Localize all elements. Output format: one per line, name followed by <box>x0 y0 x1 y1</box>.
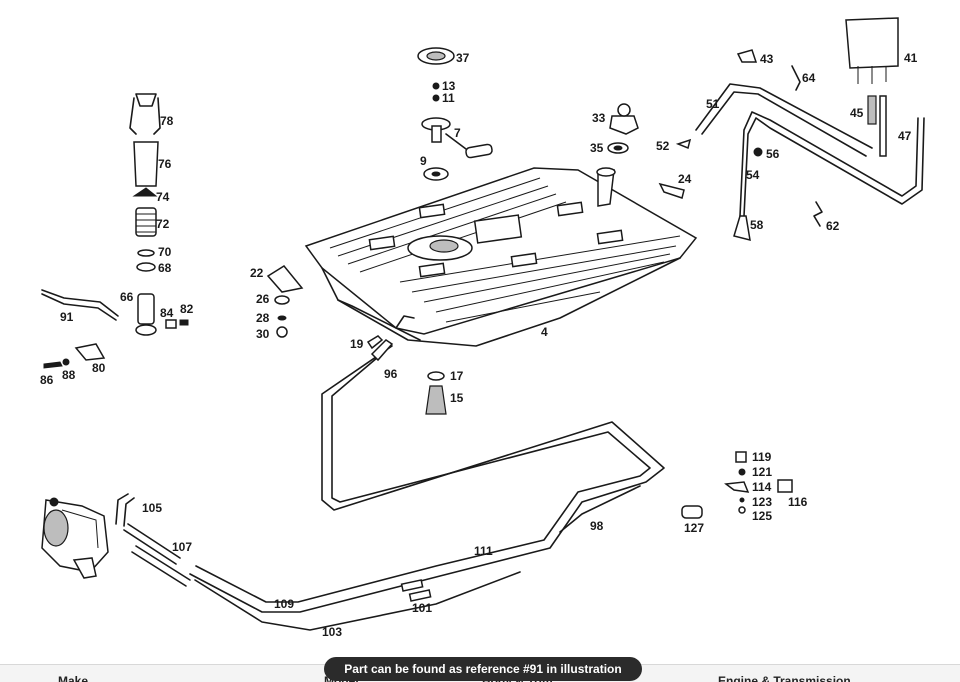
callout-66[interactable]: 66 <box>120 290 134 304</box>
tab-engine-transmission[interactable]: Engine & Transmission <box>718 674 851 682</box>
callout-58[interactable]: 58 <box>750 218 764 232</box>
callout-13[interactable]: 13 <box>442 79 456 93</box>
callout-76[interactable]: 76 <box>158 157 172 171</box>
callout-51[interactable]: 51 <box>706 97 720 111</box>
callout-17[interactable]: 17 <box>450 369 464 383</box>
filler-cap-drawing <box>607 103 692 199</box>
callout-54[interactable]: 54 <box>746 168 760 182</box>
callout-52[interactable]: 52 <box>656 139 670 153</box>
reference-tooltip: Part can be found as reference #91 in il… <box>324 657 642 681</box>
callout-35[interactable]: 35 <box>590 141 604 155</box>
callout-127[interactable]: 127 <box>684 521 704 535</box>
callout-47[interactable]: 47 <box>898 129 912 143</box>
callout-7[interactable]: 7 <box>454 126 461 140</box>
callout-119[interactable]: 119 <box>752 450 772 464</box>
callout-96[interactable]: 96 <box>384 367 398 381</box>
callout-123[interactable]: 123 <box>752 495 772 509</box>
callout-109[interactable]: 109 <box>274 597 294 611</box>
callout-62[interactable]: 62 <box>826 219 840 233</box>
callout-86[interactable]: 86 <box>40 373 54 387</box>
fuel-pump-drawing <box>41 497 109 579</box>
callout-114[interactable]: 114 <box>752 480 772 494</box>
callout-30[interactable]: 30 <box>256 327 270 341</box>
callout-84[interactable]: 84 <box>160 306 174 320</box>
callout-labels: 37 13 11 7 9 78 76 74 72 70 68 33 35 52 … <box>40 51 918 639</box>
callout-9[interactable]: 9 <box>420 154 427 168</box>
callout-98[interactable]: 98 <box>590 519 604 533</box>
callout-91[interactable]: 91 <box>60 310 74 324</box>
drain-parts-drawing <box>425 371 793 519</box>
parts-illustration: 37 13 11 7 9 78 76 74 72 70 68 33 35 52 … <box>40 17 925 639</box>
callout-43[interactable]: 43 <box>760 52 774 66</box>
callout-111[interactable]: 111 <box>474 544 493 558</box>
callout-82[interactable]: 82 <box>180 302 194 316</box>
callout-15[interactable]: 15 <box>450 391 464 405</box>
callout-105[interactable]: 105 <box>142 501 162 515</box>
callout-33[interactable]: 33 <box>592 111 606 125</box>
callout-88[interactable]: 88 <box>62 368 76 382</box>
callout-64[interactable]: 64 <box>802 71 816 85</box>
callout-72[interactable]: 72 <box>156 217 170 231</box>
callout-24[interactable]: 24 <box>678 172 692 186</box>
callout-103[interactable]: 103 <box>322 625 342 639</box>
callout-107[interactable]: 107 <box>172 540 192 554</box>
callout-116[interactable]: 116 <box>788 495 808 509</box>
callout-19[interactable]: 19 <box>350 337 364 351</box>
callout-41[interactable]: 41 <box>904 51 918 65</box>
filter-stack-drawing <box>129 93 161 272</box>
callout-45[interactable]: 45 <box>850 106 864 120</box>
small-parts-drawing <box>41 265 304 369</box>
callout-125[interactable]: 125 <box>752 509 772 523</box>
callout-68[interactable]: 68 <box>158 261 172 275</box>
tab-make[interactable]: Make <box>58 674 89 682</box>
vent-lines-drawing <box>695 17 925 242</box>
callout-80[interactable]: 80 <box>92 361 106 375</box>
callout-22[interactable]: 22 <box>250 266 264 280</box>
callout-26[interactable]: 26 <box>256 292 270 306</box>
callout-37[interactable]: 37 <box>456 51 470 65</box>
callout-4[interactable]: 4 <box>541 325 548 339</box>
sender-unit-drawing <box>417 47 493 181</box>
callout-121[interactable]: 121 <box>752 465 772 479</box>
callout-56[interactable]: 56 <box>766 147 780 161</box>
callout-74[interactable]: 74 <box>156 190 170 204</box>
callout-11[interactable]: 11 <box>442 91 455 105</box>
fuel-line-drawing <box>115 335 665 631</box>
callout-70[interactable]: 70 <box>158 245 172 259</box>
callout-78[interactable]: 78 <box>160 114 174 128</box>
callout-28[interactable]: 28 <box>256 311 270 325</box>
fuel-tank-drawing <box>304 167 698 347</box>
callout-101[interactable]: 101 <box>412 601 432 615</box>
